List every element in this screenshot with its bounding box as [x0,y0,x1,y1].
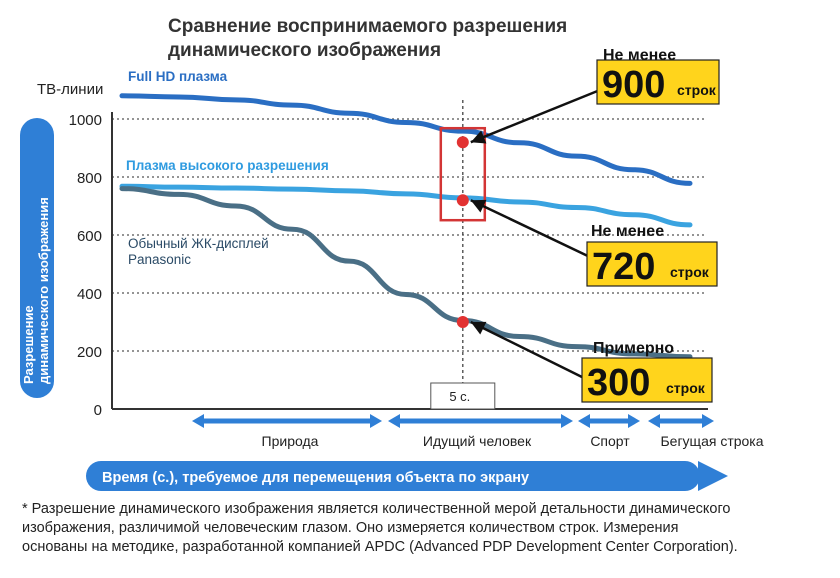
footnote: * Разрешение динамического изображения я… [22,500,822,557]
callout-900-unit: строк [677,82,717,98]
y-axis-label-line-2: динамического изображения [36,197,51,384]
y-axis-label-line-1: Разрешение [21,305,36,384]
data-marker-0 [456,136,469,149]
y-tick-label-800: 800 [77,170,102,187]
y-tick-label-1000: 1000 [69,112,102,129]
callout-arrowhead-2 [470,321,487,335]
series-label-lcd-line-2: Panasonic [128,252,191,267]
callout-300-value: 300 [587,362,650,404]
callout-arrowhead-1 [470,199,487,213]
callout-720-unit: строк [670,264,710,280]
callout-900-box [596,59,720,105]
y-tick-label-600: 600 [77,228,102,245]
series-label-full-hd: Full HD плазма [128,69,228,84]
y-tick-labels: 0 200 400 600 800 1000 [69,112,102,419]
callout-300: Примерно 300 строк [581,340,713,404]
chart-title-line-1: Сравнение воспринимаемого разрешения [168,16,567,37]
category-label-sport: Спорт [590,433,630,449]
callout-arrow-1 [470,199,593,260]
footnote-line-3: основаны на методике, разработанной комп… [22,539,738,555]
callout-900: Не менее 900 строк [596,47,720,106]
data-marker-2 [456,316,469,328]
category-arrows [192,414,714,428]
data-marker-1 [456,194,469,207]
y-axis-label-group: Разрешение динамического изображения [20,118,54,398]
callout-720-value: 720 [592,246,655,288]
y-tick-label-0: 0 [94,402,102,419]
callout-300-box [581,357,713,403]
callout-720: Не менее 720 строк [586,223,718,288]
resolution-chart: Сравнение воспринимаемого разрешения дин… [20,16,764,491]
footnote-line-1: * Разрешение динамического изображения я… [22,501,731,517]
series-line-2 [119,186,693,360]
category-arrow-nature [192,414,382,428]
series-layer [119,93,693,360]
series-line-0 [119,93,693,186]
chart-title-line-2: динамического изображения [168,40,441,61]
category-arrow-ticker [648,414,714,428]
category-label-ticker: Бегущая строка [660,433,763,449]
category-arrow-sport [578,414,640,428]
marker-layer [456,136,469,328]
callout-300-unit: строк [666,380,706,396]
callout-300-prefix: Примерно [593,340,674,357]
y-tick-label-400: 400 [77,286,102,303]
x-axis-label-pill [86,461,700,491]
callout-arrow-2 [470,320,589,382]
y-tick-label-200: 200 [77,344,102,361]
callout-arrow-0 [470,88,601,144]
series-label-lcd-line-1: Обычный ЖК-дисплей [128,236,269,251]
x-axis-label-group: Время (с.), требуемое для перемещения об… [86,461,728,491]
callout-720-prefix: Не менее [591,223,664,240]
y-axis-label-pill [20,118,54,398]
x-axis-label-arrow [698,461,728,491]
arrow-layer [470,88,601,382]
category-arrow-walking [388,414,573,428]
x-axis-label: Время (с.), требуемое для перемещения об… [102,470,529,486]
highlight-rectangle [439,126,487,222]
callout-720-box [586,241,718,287]
series-line-1 [119,183,693,228]
y-unit-label: ТВ-линии [37,81,103,98]
series-label-high-res-plasma: Плазма высокого разрешения [126,158,329,173]
category-label-nature: Природа [262,433,319,449]
callout-arrowhead-0 [470,130,487,144]
category-label-walking: Идущий человек [423,433,532,449]
time-marker-label-box [430,382,496,410]
callout-900-value: 900 [602,64,665,106]
time-marker-label: 5 с. [449,389,470,404]
footnote-line-2: изображения, различимой человеческим гла… [22,520,679,536]
